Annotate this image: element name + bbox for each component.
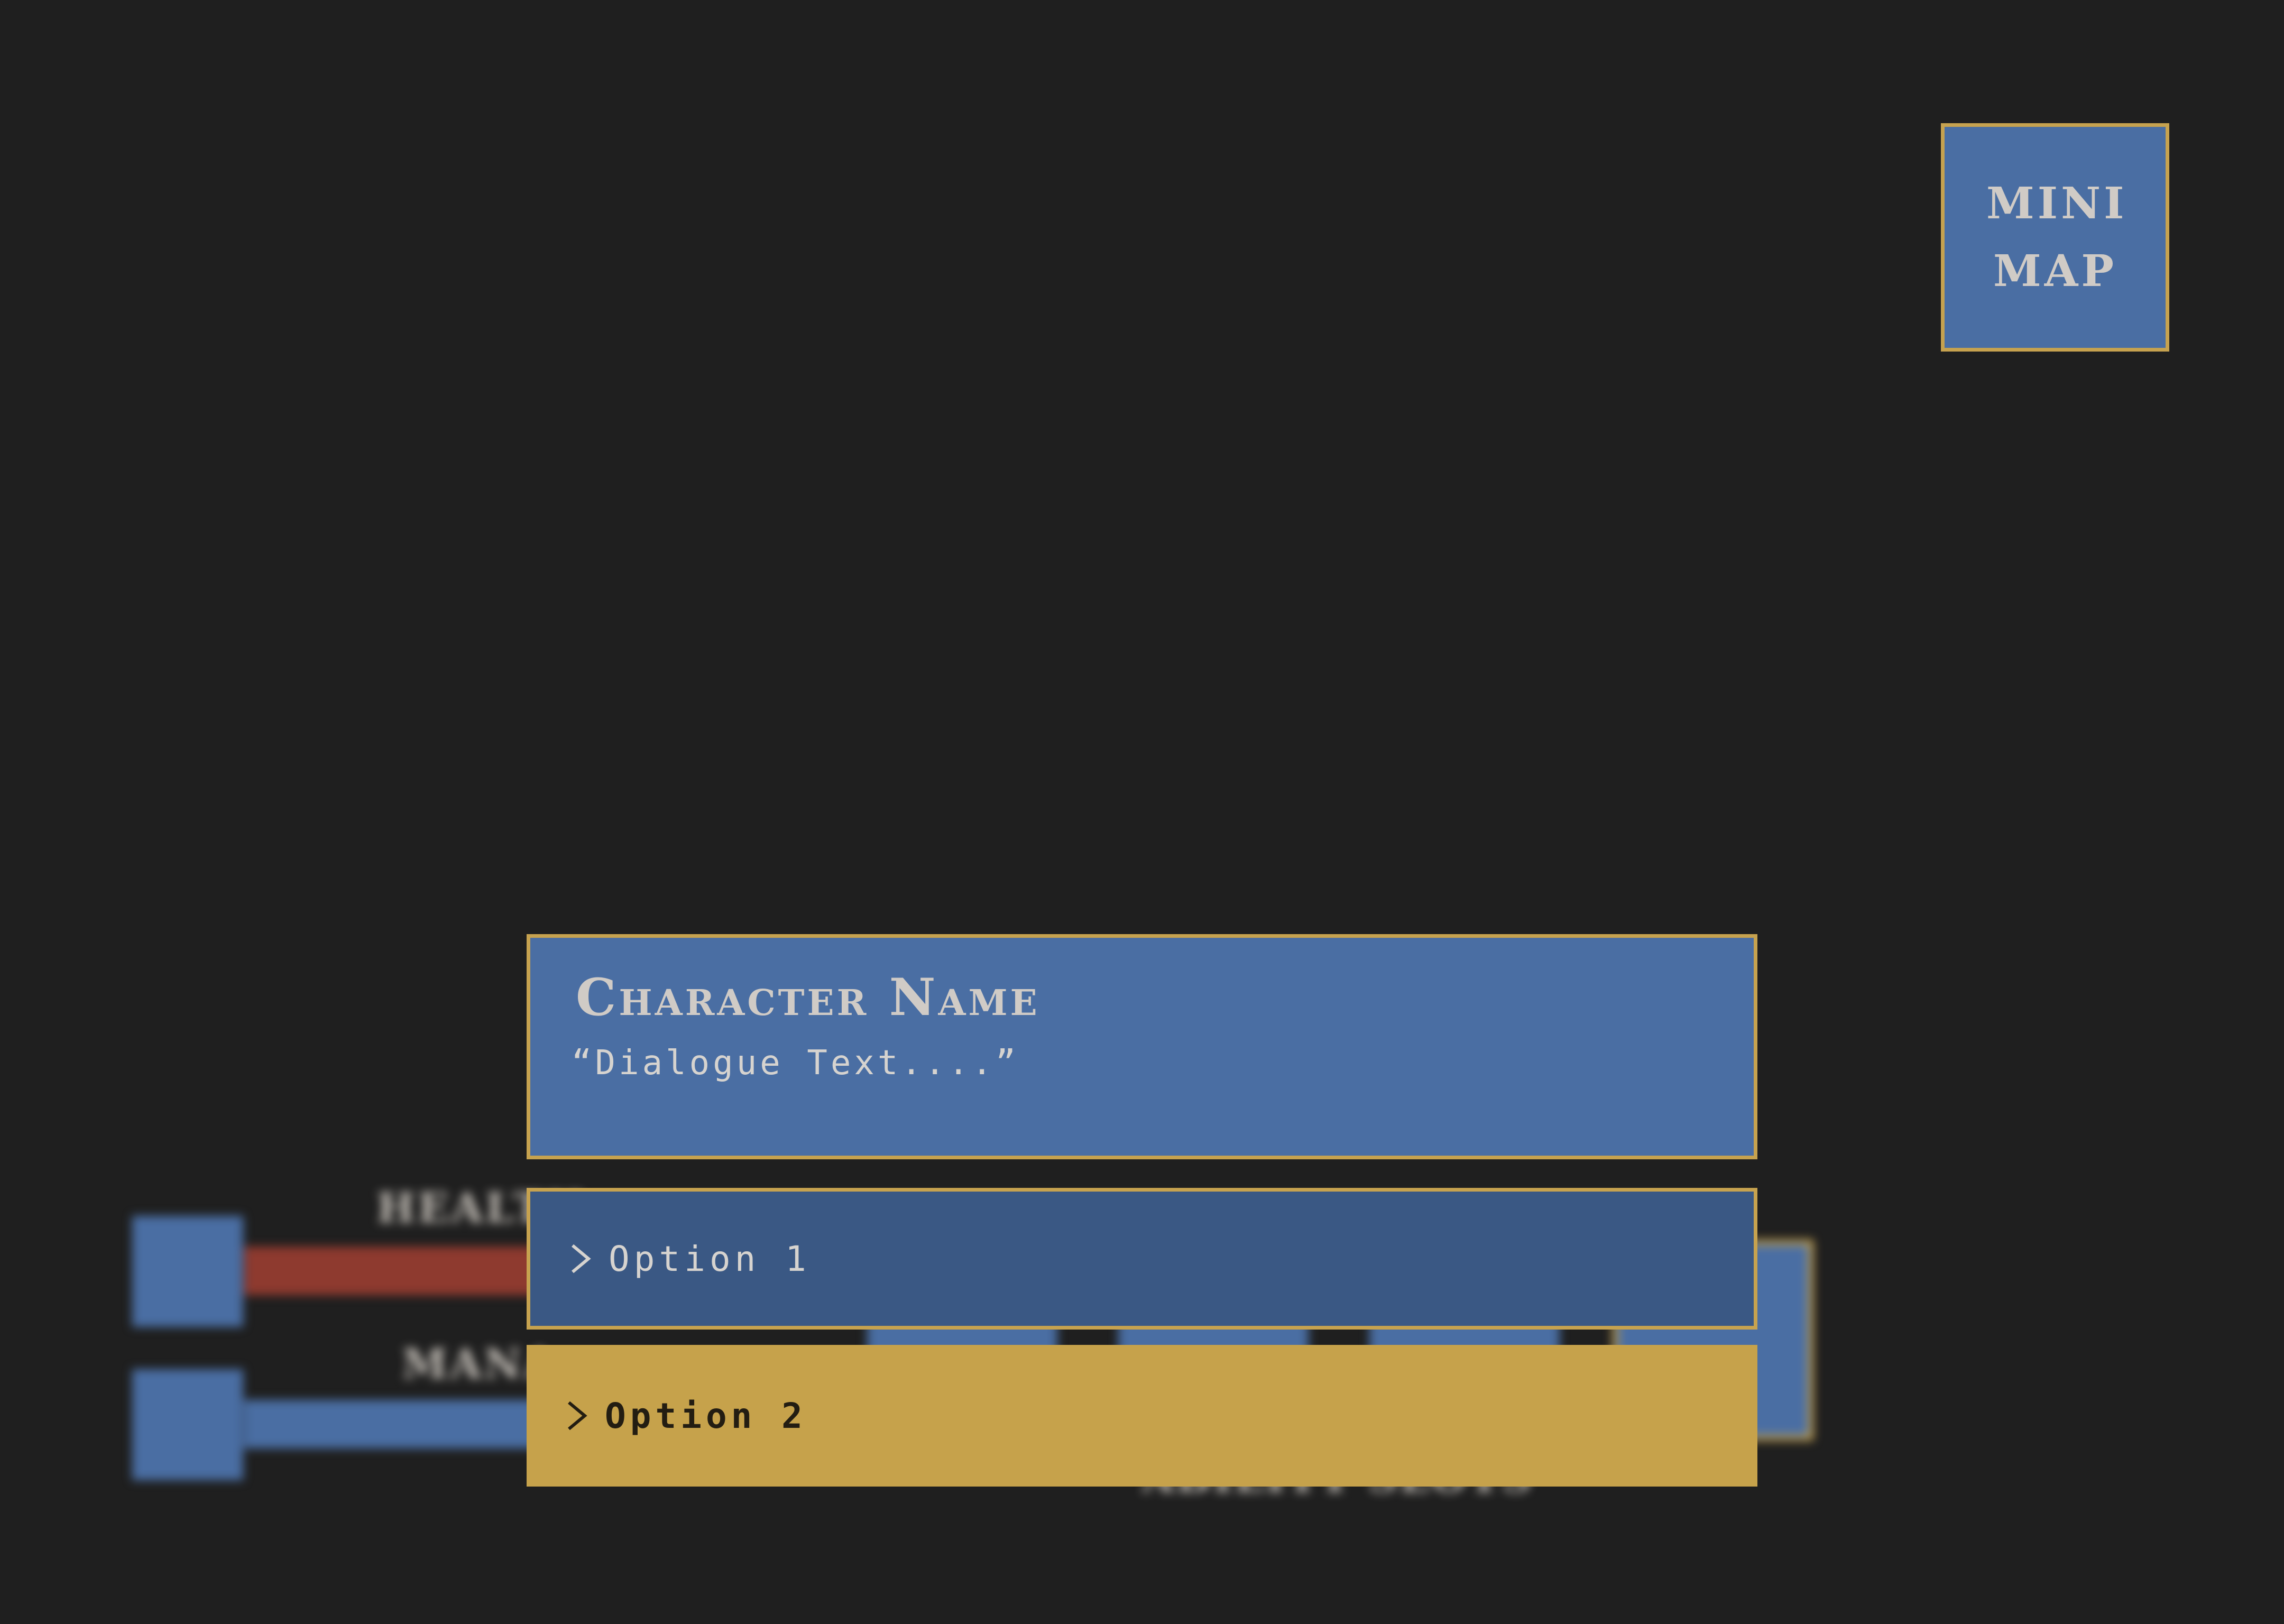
option-2-label: Option 2: [605, 1395, 807, 1436]
character-name: Character Name: [576, 967, 1040, 1027]
chevron-right-icon: [572, 1244, 591, 1274]
health-portrait: [132, 1216, 243, 1327]
dialogue-option-2[interactable]: Option 2: [527, 1345, 1757, 1487]
option-1-label: Option 1: [609, 1238, 811, 1279]
dialogue-option-1[interactable]: Option 1: [527, 1188, 1757, 1330]
chevron-right-icon: [568, 1401, 587, 1431]
health-bar: [244, 1247, 564, 1295]
dialogue-text: “Dialogue Text....”: [572, 1044, 1019, 1083]
minimap[interactable]: MINI MAP: [1941, 123, 2169, 352]
dialogue-box: Character Name “Dialogue Text....”: [527, 934, 1757, 1159]
mana-portrait: [132, 1369, 243, 1480]
minimap-label: MINI MAP: [1986, 178, 2128, 297]
